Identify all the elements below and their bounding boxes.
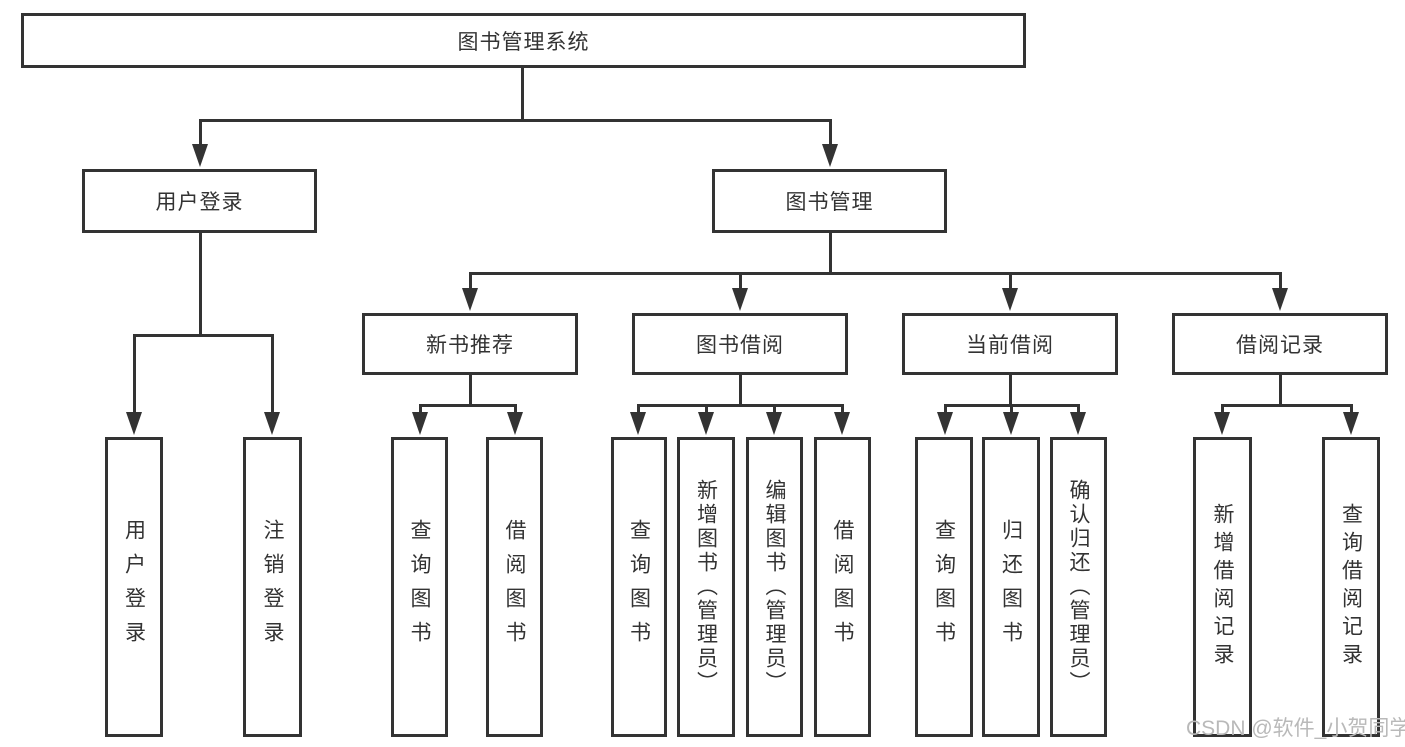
node-label: 图书管理 xyxy=(785,191,874,214)
node-label: 查询图书 xyxy=(932,519,956,655)
node-borrow-records: 借阅记录 xyxy=(1172,313,1388,375)
arrow-down-icon xyxy=(1214,404,1230,435)
node-label: 新增借阅记录 xyxy=(1211,503,1234,671)
node-label: 用户登录 xyxy=(122,519,146,655)
node-label: 图书借阅 xyxy=(696,334,784,357)
leaf-user-login: 用户登录 xyxy=(105,437,163,737)
node-label: 查询借阅记录 xyxy=(1339,503,1363,671)
csdn-watermark: CSDN @软件_小贺同学 xyxy=(1186,717,1405,740)
leaf-current-query-books: 查询图书 xyxy=(915,437,973,737)
connector-line xyxy=(1009,375,1012,406)
arrow-down-icon xyxy=(1002,272,1018,311)
leaf-borrow-borrow-books: 借阅图书 xyxy=(814,437,871,737)
connector-line xyxy=(739,375,742,406)
node-label: 借阅图书 xyxy=(831,519,854,655)
arrow-down-icon xyxy=(1070,404,1086,435)
connector-line xyxy=(419,404,517,407)
leaf-borrow-add-books-admin: 新增图书（管理员） xyxy=(677,437,735,737)
connector-line xyxy=(829,233,832,273)
arrow-down-icon xyxy=(264,334,280,435)
arrow-down-icon xyxy=(1343,404,1359,435)
node-label: 借阅记录 xyxy=(1236,334,1324,357)
connector-line xyxy=(1279,375,1282,406)
node-label: 图书管理系统 xyxy=(457,30,590,54)
arrow-down-icon xyxy=(937,404,953,435)
leaf-newbook-query-books: 查询图书 xyxy=(391,437,448,737)
arrow-down-icon xyxy=(462,272,478,311)
node-label: 注销登录 xyxy=(261,519,284,655)
node-current-borrowing: 当前借阅 xyxy=(902,313,1118,375)
arrow-down-icon xyxy=(732,272,748,311)
arrow-down-icon xyxy=(630,404,646,435)
arrow-down-icon xyxy=(1003,404,1019,435)
node-label: 确认归还（管理员） xyxy=(1067,479,1090,695)
arrow-down-icon xyxy=(192,119,208,167)
arrow-down-icon xyxy=(822,119,838,167)
leaf-logout: 注销登录 xyxy=(243,437,302,737)
node-book-borrowing: 图书借阅 xyxy=(632,313,848,375)
leaf-current-confirm-return-admin: 确认归还（管理员） xyxy=(1050,437,1107,737)
connector-line xyxy=(133,334,274,337)
leaf-current-return-books: 归还图书 xyxy=(982,437,1040,737)
node-label: 查询图书 xyxy=(627,519,651,655)
connector-line xyxy=(469,375,472,406)
leaf-records-add-record: 新增借阅记录 xyxy=(1193,437,1252,737)
arrow-down-icon xyxy=(834,404,850,435)
node-label: 编辑图书（管理员） xyxy=(763,479,786,695)
leaf-borrow-edit-books-admin: 编辑图书（管理员） xyxy=(746,437,803,737)
node-user-login: 用户登录 xyxy=(82,169,317,233)
node-root-system: 图书管理系统 xyxy=(21,13,1026,68)
leaf-records-query-record: 查询借阅记录 xyxy=(1322,437,1380,737)
connector-line xyxy=(199,119,832,122)
node-label: 归还图书 xyxy=(999,519,1023,655)
arrow-down-icon xyxy=(507,404,523,435)
connector-line xyxy=(521,68,524,120)
node-label: 新增图书（管理员） xyxy=(694,479,718,695)
node-label: 查询图书 xyxy=(408,519,431,655)
node-label: 用户登录 xyxy=(155,191,244,214)
connector-line xyxy=(637,404,844,407)
connector-line xyxy=(1221,404,1353,407)
leaf-newbook-borrow-books: 借阅图书 xyxy=(486,437,543,737)
node-book-management: 图书管理 xyxy=(712,169,947,233)
arrow-down-icon xyxy=(412,404,428,435)
arrow-down-icon xyxy=(698,404,714,435)
leaf-borrow-query-books: 查询图书 xyxy=(611,437,667,737)
node-label: 借阅图书 xyxy=(503,519,526,655)
arrow-down-icon xyxy=(126,334,142,435)
node-new-book-recommend: 新书推荐 xyxy=(362,313,578,375)
node-label: 当前借阅 xyxy=(966,334,1054,357)
connector-line xyxy=(469,272,1282,275)
arrow-down-icon xyxy=(1272,272,1288,311)
node-label: 新书推荐 xyxy=(426,334,514,357)
arrow-down-icon xyxy=(766,404,782,435)
connector-line xyxy=(199,233,202,335)
